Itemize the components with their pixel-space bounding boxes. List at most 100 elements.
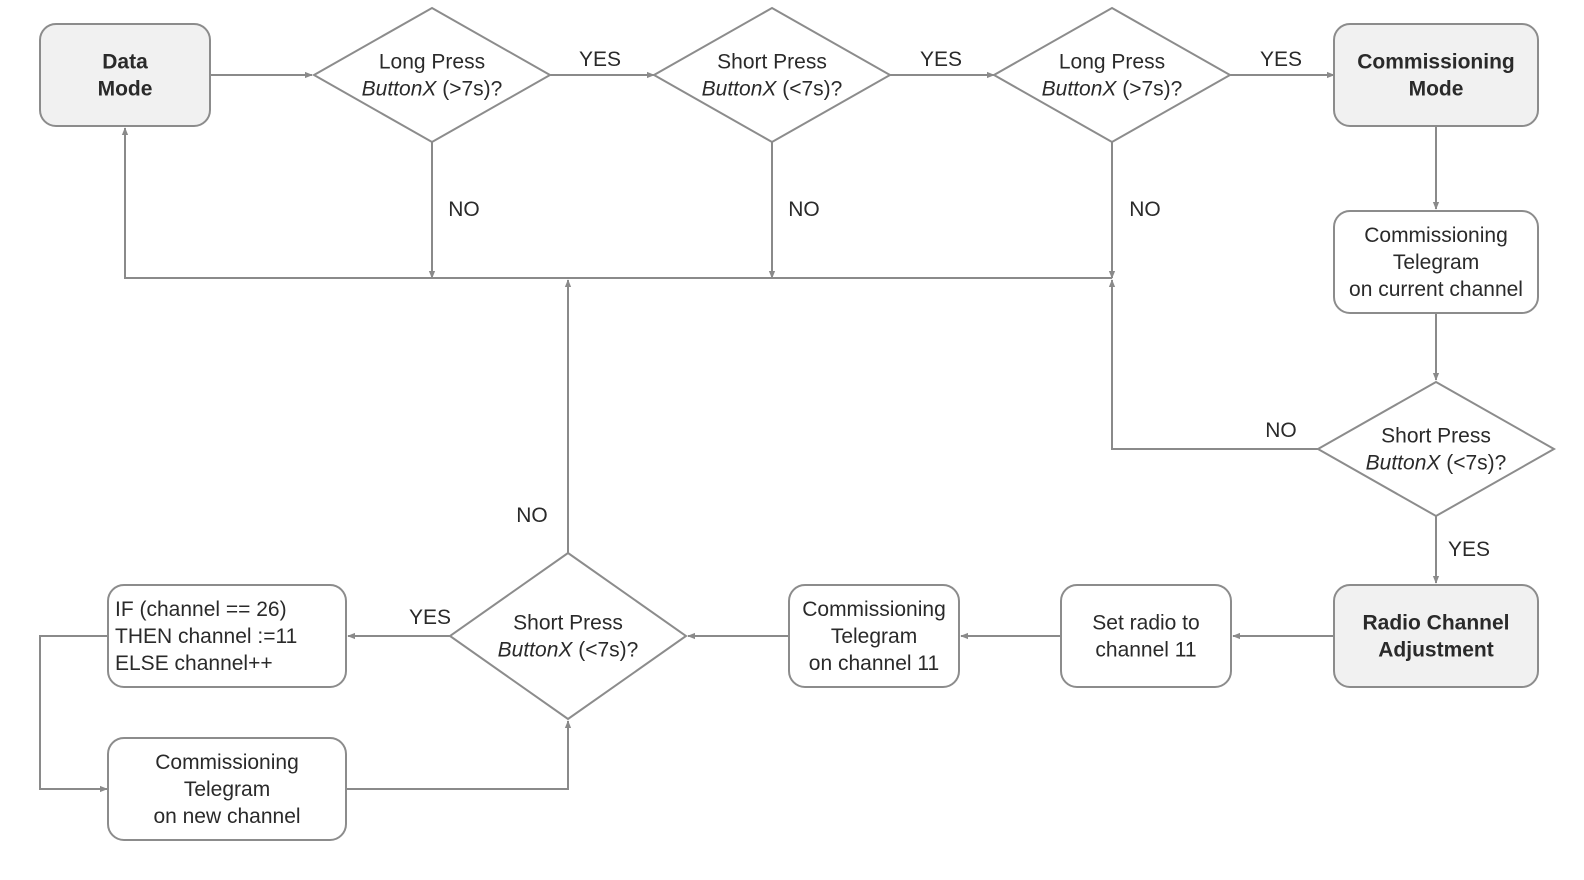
node-text-span-rest: (<7s)? bbox=[572, 639, 638, 662]
node-text-span: ELSE channel++ bbox=[115, 652, 273, 675]
node-set-radio: Set radio to channel 11 bbox=[1060, 584, 1232, 688]
node-text-span: Commissioning bbox=[1364, 224, 1508, 247]
node-text-line: Long Press bbox=[379, 51, 485, 74]
node-text-span: Telegram bbox=[1393, 251, 1479, 274]
node-text-span: Commissioning bbox=[155, 751, 299, 774]
node-text-span: THEN channel :=11 bbox=[115, 625, 297, 648]
node-text-span: ButtonX bbox=[498, 639, 574, 662]
node-text-line: Telegram bbox=[831, 625, 917, 648]
node-text-line: Radio Channel bbox=[1362, 612, 1509, 635]
process-box bbox=[107, 737, 347, 841]
process-box bbox=[1333, 23, 1539, 127]
node-text-line: Commissioning bbox=[155, 751, 299, 774]
node-text-span: ButtonX bbox=[1366, 452, 1442, 475]
node-text-line: ButtonX (>7s)? bbox=[1042, 78, 1183, 101]
process-box bbox=[107, 584, 347, 688]
node-text-span-rest: (<7s)? bbox=[776, 78, 842, 101]
node-text-span-rest: (>7s)? bbox=[1116, 78, 1182, 101]
node-text-span: Telegram bbox=[184, 778, 270, 801]
decision-diamond bbox=[1315, 380, 1557, 518]
connector-arrow bbox=[39, 635, 108, 793]
node-text-span: Mode bbox=[98, 78, 153, 101]
node-text-line: ELSE channel++ bbox=[115, 652, 273, 675]
node-text-span: ButtonX bbox=[362, 78, 438, 101]
node-text-line: Short Press bbox=[513, 612, 623, 635]
connectors bbox=[39, 71, 1440, 793]
node-text-span: Long Press bbox=[379, 51, 485, 74]
node-text-span-rest: (<7s)? bbox=[1440, 452, 1506, 475]
node-text-line: Mode bbox=[1409, 78, 1464, 101]
node-text-span: Commissioning bbox=[802, 598, 946, 621]
edge-label-no: NO bbox=[516, 504, 548, 527]
decision-diamond bbox=[448, 551, 688, 721]
node-text-span: Adjustment bbox=[1378, 639, 1494, 662]
node-text-span: channel 11 bbox=[1095, 639, 1196, 662]
node-text-line: IF (channel == 26) bbox=[115, 598, 287, 621]
decision-diamond bbox=[991, 6, 1233, 144]
edge-label-no: NO bbox=[1129, 198, 1161, 221]
node-text-span-rest: (>7s)? bbox=[436, 78, 502, 101]
node-if-channel: IF (channel == 26) THEN channel :=11ELSE … bbox=[107, 584, 347, 688]
edge-label-yes: YES bbox=[1448, 538, 1490, 561]
node-text-span: on new channel bbox=[153, 805, 300, 828]
decision-diamond bbox=[311, 6, 553, 144]
node-text-line: THEN channel :=11 bbox=[115, 625, 297, 648]
node-text-span: Commissioning bbox=[1357, 51, 1515, 74]
node-text-span: on channel 11 bbox=[809, 652, 939, 675]
node-text-span: IF (channel == 26) bbox=[115, 598, 287, 621]
edge-label-yes: YES bbox=[579, 48, 621, 71]
node-text-span: Radio Channel bbox=[1362, 612, 1509, 635]
node-text-span: Set radio to bbox=[1092, 612, 1199, 635]
node-text-line: Telegram bbox=[1393, 251, 1479, 274]
edge-label-yes: YES bbox=[920, 48, 962, 71]
node-text-span: ButtonX bbox=[702, 78, 778, 101]
edge-label-yes: YES bbox=[409, 606, 451, 629]
connector-arrow bbox=[346, 720, 572, 790]
edge-label-no: NO bbox=[1265, 419, 1297, 442]
node-text-line: Short Press bbox=[717, 51, 827, 74]
node-text-line: Set radio to bbox=[1092, 612, 1199, 635]
node-text-line: ButtonX (<7s)? bbox=[498, 639, 639, 662]
node-text-line: Short Press bbox=[1381, 425, 1491, 448]
node-text-line: ButtonX (>7s)? bbox=[362, 78, 503, 101]
process-box bbox=[788, 584, 960, 688]
process-box bbox=[1333, 210, 1539, 314]
edge-label-yes: YES bbox=[1260, 48, 1302, 71]
process-box bbox=[39, 23, 211, 127]
connector-arrow bbox=[1108, 279, 1318, 450]
node-text-span: Data bbox=[102, 51, 148, 74]
process-box bbox=[1333, 584, 1539, 688]
connector-arrow bbox=[121, 127, 1112, 279]
node-text-span: Short Press bbox=[513, 612, 623, 635]
node-text-line: Data bbox=[102, 51, 148, 74]
node-text-span: ButtonX bbox=[1042, 78, 1118, 101]
node-text-line: ButtonX (<7s)? bbox=[702, 78, 843, 101]
node-text-span: on current channel bbox=[1349, 278, 1523, 301]
node-text-line: Commissioning bbox=[1364, 224, 1508, 247]
node-text-span: Short Press bbox=[717, 51, 827, 74]
node-text-line: on current channel bbox=[1349, 278, 1523, 301]
decision-diamond bbox=[651, 6, 893, 144]
node-text-line: Mode bbox=[98, 78, 153, 101]
node-text-line: Commissioning bbox=[802, 598, 946, 621]
node-text-line: Long Press bbox=[1059, 51, 1165, 74]
node-text-line: on channel 11 bbox=[809, 652, 939, 675]
node-text-line: channel 11 bbox=[1095, 639, 1196, 662]
node-text-line: ButtonX (<7s)? bbox=[1366, 452, 1507, 475]
edge-label-no: NO bbox=[788, 198, 820, 221]
node-text-span: Short Press bbox=[1381, 425, 1491, 448]
node-text-span: Long Press bbox=[1059, 51, 1165, 74]
process-box bbox=[1060, 584, 1232, 688]
